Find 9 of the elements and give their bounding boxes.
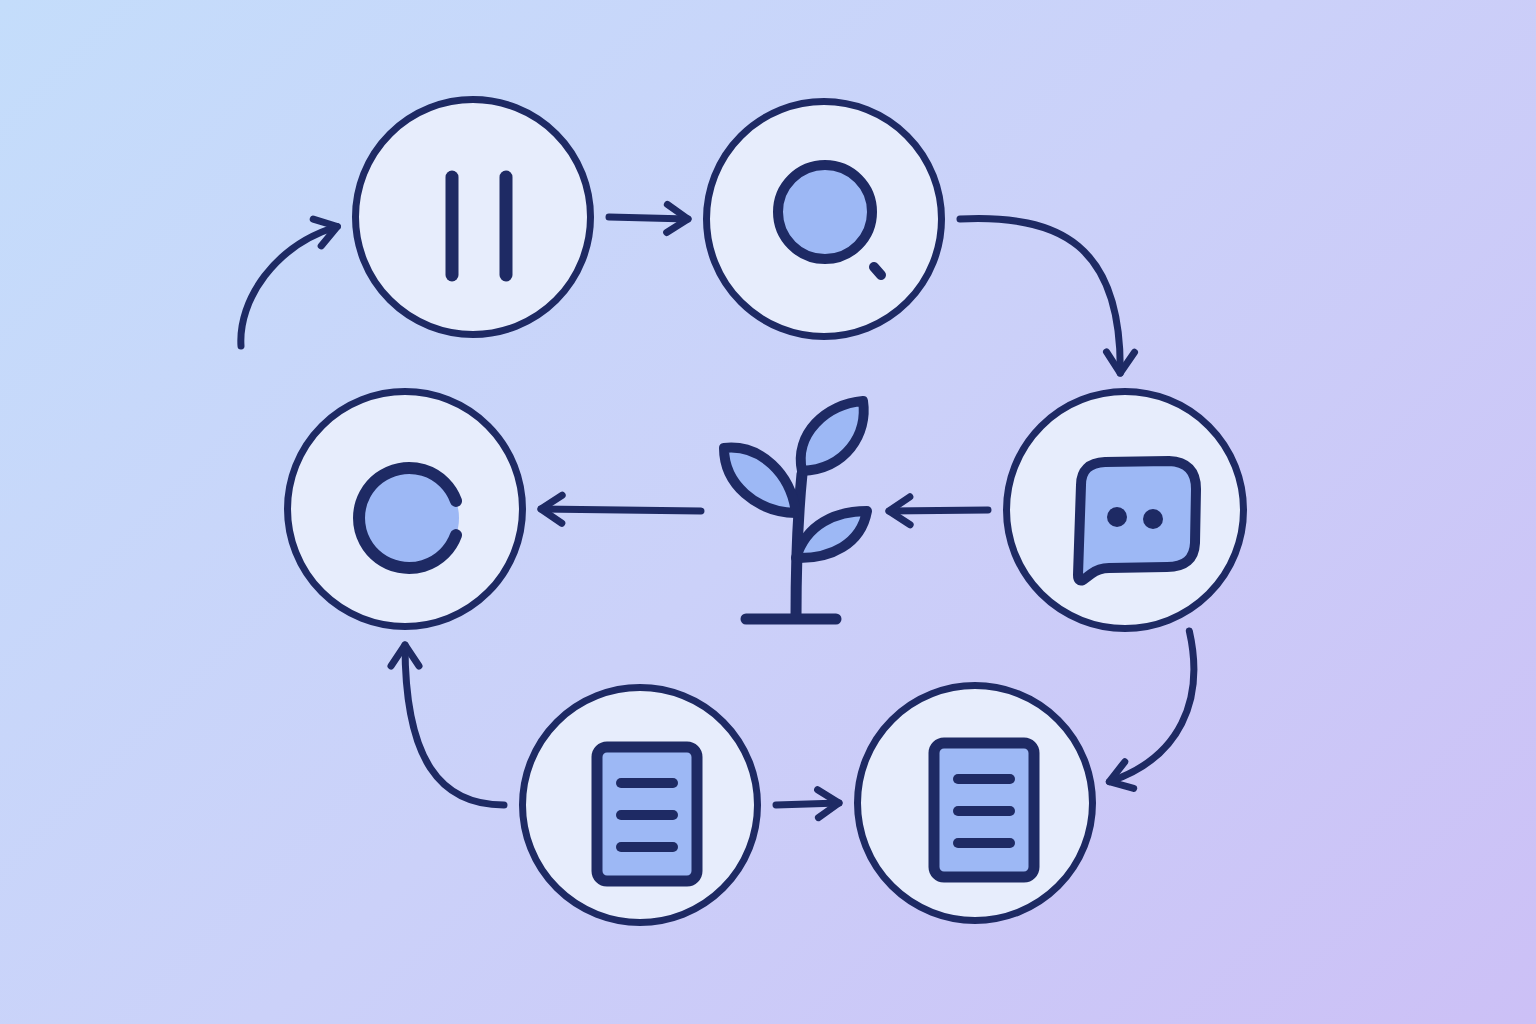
- arrow: [885, 493, 992, 529]
- arrow: [605, 200, 692, 236]
- sprout-icon: [716, 394, 874, 628]
- arrow: [388, 641, 508, 809]
- arrow: [1105, 627, 1198, 791]
- arrow: [772, 786, 843, 822]
- arrow: [237, 216, 341, 350]
- arrow: [956, 215, 1138, 377]
- arrow: [537, 491, 705, 527]
